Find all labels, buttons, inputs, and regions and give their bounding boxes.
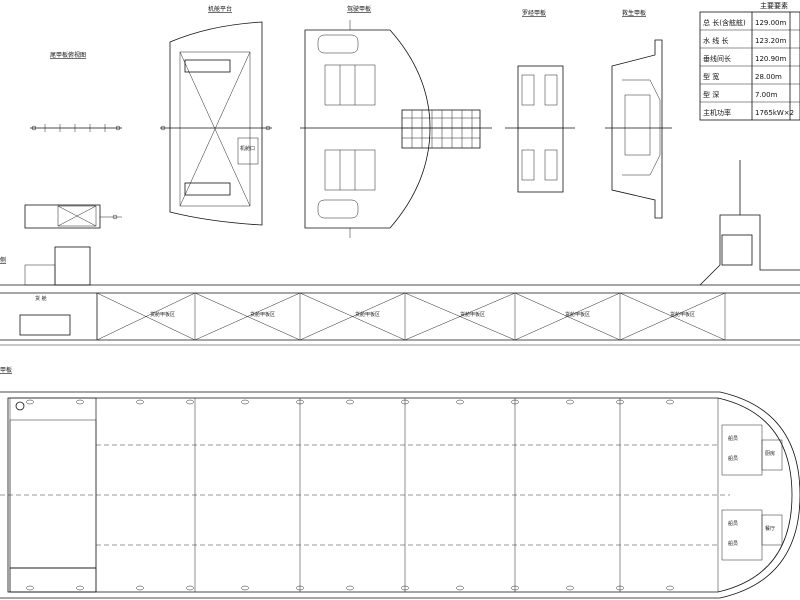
bollard-0-8 [456,399,464,405]
mess-label: 餐厅 [765,525,775,532]
bollard-1-10 [566,585,574,591]
particulars-title: 主要要素 [760,1,788,10]
title-bridge-deck: 驾驶甲板 [347,5,371,13]
bollard-0-12 [666,399,674,405]
bollard-0-9 [511,399,519,405]
title-main-deck: 甲板 [0,366,12,374]
galley-label: 厨房 [765,450,775,457]
bollard-0-0 [26,399,34,405]
bollard-0-5 [296,399,304,405]
bollard-1-4 [241,585,249,591]
bollard-1-9 [511,585,519,591]
title-profile: 侧 [0,256,6,264]
engine-room-plan: 机舱口 [160,21,272,226]
row-loa-label: 总 长(含舷舷) [703,18,746,27]
title-engine-platform: 机舱平台 [208,5,232,13]
bollard-1-1 [76,585,84,591]
hold-zone-1: 货舱甲板区 [250,311,275,318]
bollard-1-11 [616,585,624,591]
hold-zone-2: 货舱甲板区 [355,311,380,318]
bollard-1-12 [666,585,674,591]
bollard-0-3 [186,399,194,405]
bollard-0-6 [346,399,354,405]
main-deck-plan: 船员 船员 厨房 餐厅 船员 船员 [0,391,800,599]
bollard-1-6 [346,585,354,591]
engine-box-label: 机舱口 [240,145,255,152]
stern-box [24,204,122,229]
row-power-value: 1765kW×2 [755,109,794,117]
boat-deck-plan [605,39,672,219]
hold-zone-6: 货舱甲板区 [150,311,175,318]
row-lwl-value: 123.20m [755,37,786,45]
crew-room-2: 船员 [728,455,738,462]
bollard-1-2 [136,585,144,591]
bollard-1-7 [401,585,409,591]
bollard-0-2 [136,399,144,405]
row-depth-label: 型 深 [703,90,719,99]
crew-room-1: 船员 [728,435,738,442]
crew-room-3: 船员 [728,520,738,527]
row-lwl-label: 水 线 长 [703,36,728,45]
row-lbp-value: 120.90m [755,55,786,63]
row-loa-value: 129.00m [755,19,786,27]
bollard-0-10 [566,399,574,405]
row-depth-value: 7.00m [755,91,778,99]
particulars-table: 主要要素 总 长(含舷舷) 129.00m 水 线 长 123.20m 垂线间长… [699,1,800,121]
compass-deck-plan [505,65,575,193]
row-power-label: 主机功率 [703,108,731,117]
crew-room-4: 船员 [728,540,738,547]
hold-zone-4: 货舱甲板区 [565,311,590,318]
bollard-0-4 [241,399,249,405]
bridge-deck-plan [300,20,492,238]
row-beam-value: 28.00m [755,73,782,81]
ship-profile: 货 舱 货舱甲板区 货舱甲板区 货舱甲板区 货舱甲板区 货舱甲板区 货舱甲板区 [0,160,800,346]
bollard-0-11 [616,399,624,405]
hold-label: 货 舱 [35,295,47,302]
bollard-0-7 [401,399,409,405]
bollard-1-0 [26,585,34,591]
row-beam-label: 型 宽 [703,72,719,81]
row-lbp-label: 垂线间长 [703,54,731,63]
hold-zone-5: 货舱甲板区 [670,311,695,318]
bollard-0-1 [76,399,84,405]
bollard-1-5 [296,585,304,591]
title-stern-deck: 尾甲板俯视图 [50,51,86,59]
title-boat-deck: 救生甲板 [622,9,646,17]
bollard-1-3 [186,585,194,591]
stern-deck-scale-line [30,124,122,132]
hold-zone-3: 货舱甲板区 [460,311,485,318]
bollard-1-8 [456,585,464,591]
title-compass-deck: 罗经甲板 [522,9,546,17]
